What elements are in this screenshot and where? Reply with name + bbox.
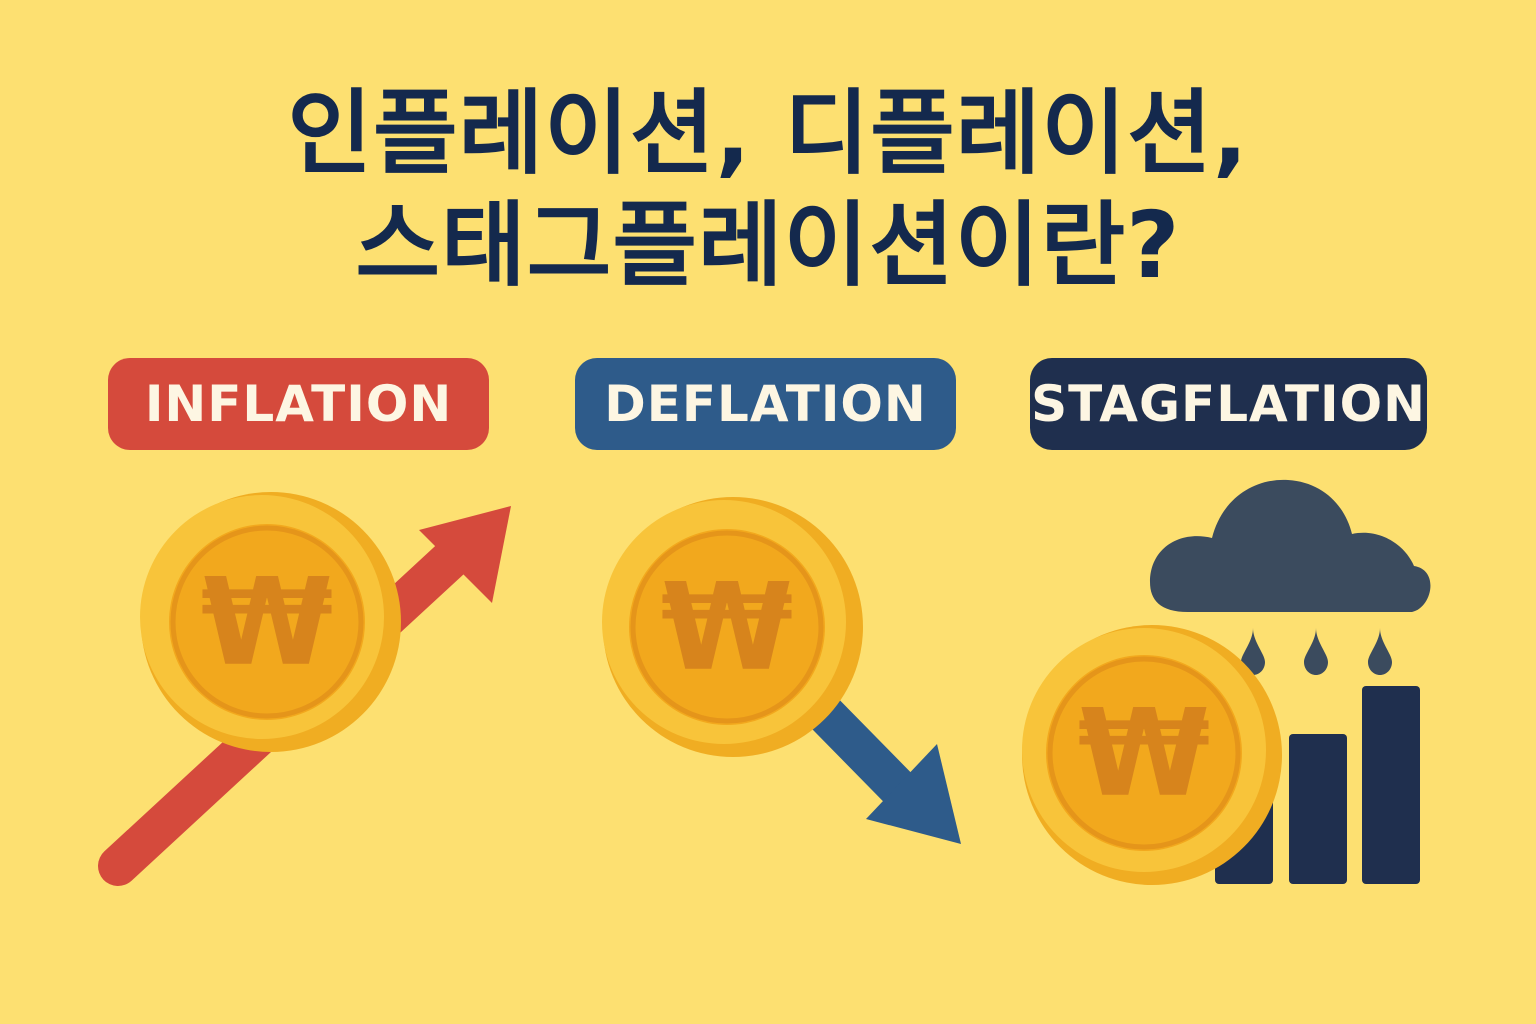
title-line-1: 인플레이션, 디플레이션, [287, 80, 1249, 187]
coin-symbol: ₩ [201, 554, 333, 693]
coin-symbol: ₩ [661, 559, 793, 698]
coin-symbol: ₩ [1078, 685, 1210, 824]
page-title: 인플레이션, 디플레이션, 스태그플레이션이란? [0, 78, 1536, 302]
won-coin-icon: ₩ [1022, 625, 1282, 885]
stagflation-badge: STAGFLATION [1030, 358, 1427, 450]
inflation-badge: INFLATION [108, 358, 489, 450]
title-line-2: 스태그플레이션이란? [355, 192, 1181, 299]
won-coin-icon: ₩ [602, 497, 863, 757]
rain-cloud-icon [1150, 479, 1431, 675]
won-coin-icon: ₩ [140, 492, 401, 752]
deflation-badge: DEFLATION [575, 358, 956, 450]
